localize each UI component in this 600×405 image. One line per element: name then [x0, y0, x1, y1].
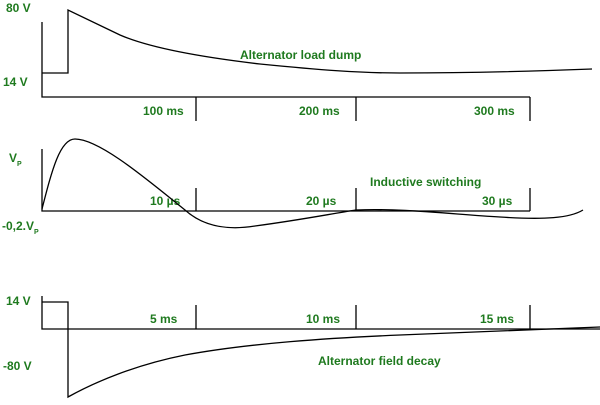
load-dump-caption: Alternator load dump [240, 48, 361, 62]
load-dump-tick-label-2: 200 ms [299, 104, 340, 118]
panel-inductive-switching: VP -0,2.VP 10 µs 20 µs 30 µs Inductive s… [2, 138, 584, 236]
inductive-tick-label-2: 20 µs [306, 194, 337, 208]
load-dump-tick-label-3: 300 ms [474, 104, 515, 118]
field-decay-tick-label-1: 5 ms [150, 312, 178, 326]
field-decay-waveform [42, 301, 600, 399]
inductive-negative-voltage-label: -0,2.VP [2, 219, 39, 236]
field-decay-caption: Alternator field decay [318, 354, 441, 368]
field-decay-tick-marks [195, 305, 531, 329]
inductive-caption: Inductive switching [370, 175, 481, 189]
inductive-peak-voltage-label: VP [9, 151, 22, 168]
load-dump-waveform [42, 8, 593, 74]
field-decay-axis [41, 296, 600, 330]
inductive-tick-label-3: 30 µs [482, 194, 513, 208]
inductive-axis [41, 149, 530, 212]
panel-load-dump: 80 V 14 V 100 ms 200 ms 300 ms Alternato… [3, 1, 593, 121]
inductive-tick-label-1: 10 µs [150, 194, 181, 208]
field-decay-base-voltage-label: 14 V [6, 294, 31, 308]
load-dump-tick-label-1: 100 ms [143, 104, 184, 118]
field-decay-tick-label-3: 15 ms [480, 312, 514, 326]
load-dump-top-voltage-label: 80 V [6, 1, 31, 15]
load-dump-axis [41, 22, 530, 98]
field-decay-tick-label-2: 10 ms [306, 312, 340, 326]
inductive-waveform [41, 138, 584, 229]
inductive-tick-marks [195, 188, 531, 211]
load-dump-tick-marks [195, 97, 531, 121]
field-decay-negative-voltage-label: -80 V [3, 359, 32, 373]
panel-field-decay: 14 V -80 V 5 ms 10 ms 15 ms Alternator f… [3, 294, 600, 399]
load-dump-base-voltage-label: 14 V [3, 75, 28, 89]
